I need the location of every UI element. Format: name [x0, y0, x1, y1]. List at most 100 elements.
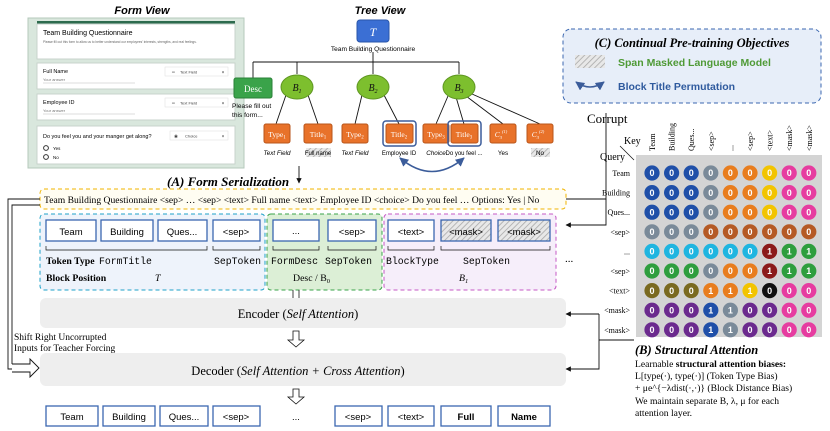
chevron-down-icon: ▾	[222, 70, 224, 75]
attention-query-label: <mask>	[604, 306, 630, 315]
attention-cell	[722, 165, 739, 181]
attention-key-label: Building	[668, 123, 677, 151]
tree-block-node-1	[280, 74, 314, 100]
attention-cell	[762, 185, 778, 201]
attention-desc-4: We maintain separate B, λ, μ for each	[635, 396, 779, 407]
attention-cell-value: 0	[787, 286, 792, 296]
radio-yes-label: Yes	[53, 146, 61, 151]
tree-block-node-3	[442, 74, 476, 100]
tree-caption-title1: Full name	[305, 151, 332, 157]
attention-cell-value: 0	[806, 227, 811, 237]
tree-root-caption: Team Building Questionnaire	[331, 46, 416, 53]
attention-cell	[781, 283, 797, 299]
tree-leaf-type3-label: Type3	[427, 130, 445, 141]
attention-cell	[742, 224, 758, 240]
attention-cell	[781, 302, 797, 318]
text-field-icon: ═	[171, 101, 175, 106]
span-mlm-label: Span Masked Language Model	[618, 57, 771, 69]
decoder-block	[40, 353, 566, 386]
attention-cell-value: 0	[649, 266, 654, 276]
objectives-title: (C) Continual Pre-training Objectives	[595, 36, 790, 50]
input-tokens: Team Building Ques... <sep> ... <sep> <t…	[45, 219, 551, 242]
attention-cell	[703, 283, 719, 299]
attention-cell	[703, 185, 719, 201]
input-token-building-label: Building	[110, 227, 144, 238]
attention-cell-value: 0	[767, 227, 772, 237]
form-type-dropdown-1[interactable]	[164, 66, 229, 77]
input-token-sep-1	[212, 219, 261, 242]
form-answer-placeholder-1[interactable]: Your answer	[43, 77, 66, 82]
attention-cell	[644, 283, 660, 299]
attention-cell	[644, 322, 660, 338]
attention-cell-value: 1	[806, 266, 811, 276]
input-token-sep-2	[327, 219, 377, 242]
output-token-text	[387, 405, 435, 427]
span-mlm-swatch	[575, 55, 605, 68]
attention-cell	[664, 263, 680, 279]
attention-cell-value: 0	[649, 325, 654, 335]
output-token-name	[497, 405, 551, 427]
attention-cell	[644, 185, 660, 201]
input-token-text	[387, 219, 435, 242]
attention-cell	[683, 243, 699, 259]
token-brackets	[45, 246, 551, 251]
attention-cell-value: 0	[787, 325, 792, 335]
attention-cell	[644, 302, 660, 318]
attention-cell	[703, 224, 719, 240]
attention-cell-value: 0	[669, 247, 674, 257]
attention-cell-value: 0	[669, 286, 674, 296]
attention-key-label: <mask>	[805, 125, 814, 151]
attention-cell	[742, 263, 758, 279]
tree-leaf-choice1-label: C3(1)	[495, 129, 508, 140]
form-type-dropdown-3[interactable]	[169, 130, 229, 141]
attention-query-label: Building	[602, 189, 630, 198]
tree-desc-node	[233, 77, 273, 99]
form-type-dropdown-2[interactable]	[164, 97, 229, 108]
attention-cell	[742, 165, 758, 181]
block-position-b1: B1	[459, 273, 468, 285]
tree-caption-title1-mask	[306, 148, 331, 157]
attention-cell	[683, 322, 699, 338]
input-token-text-label: <text>	[398, 227, 425, 238]
attention-cell-value: 0	[747, 227, 752, 237]
attention-cell-value: 0	[669, 305, 674, 315]
attention-cell	[722, 185, 739, 201]
attention-cell-value: 0	[806, 325, 811, 335]
decoder-to-output-arrow	[286, 388, 306, 405]
tree-leaf-type3	[422, 123, 450, 144]
tree-caption-choice1: Yes	[498, 150, 508, 157]
attention-cell	[703, 204, 719, 220]
output-token-name-label: Name	[511, 412, 537, 423]
block-position-t: T	[155, 273, 162, 284]
attention-cell	[703, 302, 719, 318]
form-type-label-1: Text Field	[180, 70, 197, 75]
attention-cell-value: 0	[767, 168, 772, 178]
radio-no[interactable]	[43, 154, 49, 160]
shift-right-arrow	[12, 357, 40, 379]
block-perm-label: Block Title Permutation	[618, 81, 735, 93]
attention-cell-value: 0	[767, 207, 772, 217]
decoder-label: Decoder (Self Attention + Cross Attentio…	[191, 364, 404, 378]
attention-cell-value: 0	[649, 286, 654, 296]
attention-cell	[683, 204, 699, 220]
attention-cell	[801, 204, 817, 220]
tree-caption-type2: Text Field	[341, 150, 369, 157]
radio-yes[interactable]	[43, 145, 49, 151]
attention-cell-value: 0	[767, 325, 772, 335]
attention-cell	[683, 224, 699, 240]
output-token-sep-2	[334, 405, 383, 427]
attention-query-label: <sep>	[610, 228, 630, 237]
attention-cell-value: 0	[689, 207, 694, 217]
input-token-ellipsis: ...	[565, 253, 574, 265]
attention-cell-value: 1	[747, 286, 752, 296]
attention-cell	[742, 302, 758, 318]
attention-cell	[762, 263, 778, 279]
attention-desc-1: Learnable structural attention biases:	[635, 359, 786, 370]
tree-root-node	[356, 19, 390, 43]
tree-leaf-title2-label: Title2	[391, 130, 408, 141]
form-description: Please fill out this form to allow us to…	[43, 40, 197, 44]
form-answer-placeholder-2[interactable]: Your answer	[43, 108, 66, 113]
attention-cell-value: 1	[767, 266, 772, 276]
attention-key-label: ...	[726, 145, 735, 151]
